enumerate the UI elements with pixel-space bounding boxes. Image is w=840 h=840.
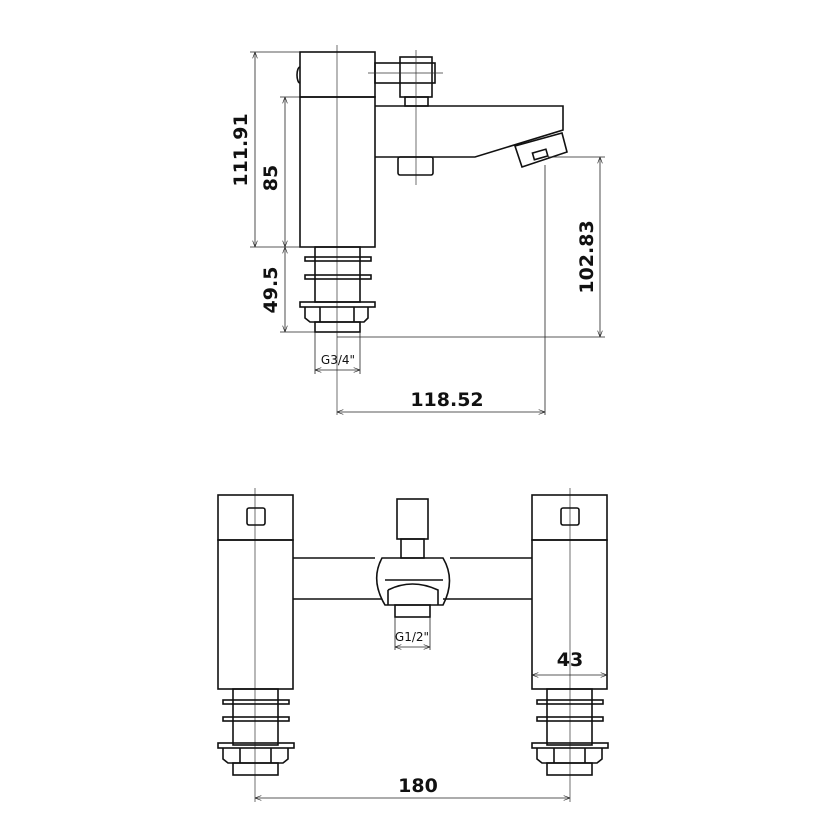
handle-cap (217, 494, 294, 541)
dim-spout-reach: 118.52 (410, 389, 483, 411)
tap-body (299, 96, 376, 248)
handle-cap (299, 51, 376, 98)
diverter-housing (375, 557, 451, 606)
indicator-button (296, 66, 301, 84)
indicator-icon (246, 507, 266, 526)
spout (375, 105, 564, 158)
outlet-nozzle (394, 604, 431, 618)
dim-body-width: 43 (557, 649, 583, 671)
dim-shank-length: 49.5 (260, 267, 282, 314)
diverter-stem (404, 96, 429, 107)
right-tap (531, 488, 609, 802)
spout-outlet (397, 156, 434, 176)
thread-label-side: G3/4" (321, 353, 355, 367)
diverter-knob (396, 498, 429, 540)
hex-nut (304, 307, 369, 323)
aerator (513, 132, 568, 169)
dim-spout-height: 102.83 (576, 220, 598, 293)
dim-centres: 180 (398, 775, 438, 797)
side-view: 111.91 85 49.5 102.83 118.52 G3/4" (230, 45, 605, 415)
left-tap (217, 488, 295, 802)
handle-cap (531, 494, 608, 541)
thread-label-front: G1/2" (395, 630, 429, 644)
front-view: G1/2" 43 180 (217, 488, 609, 802)
indicator-icon (560, 507, 580, 526)
dim-total-height: 111.91 (230, 113, 252, 186)
dim-body-height: 85 (260, 165, 282, 191)
cross-bar (293, 557, 532, 600)
